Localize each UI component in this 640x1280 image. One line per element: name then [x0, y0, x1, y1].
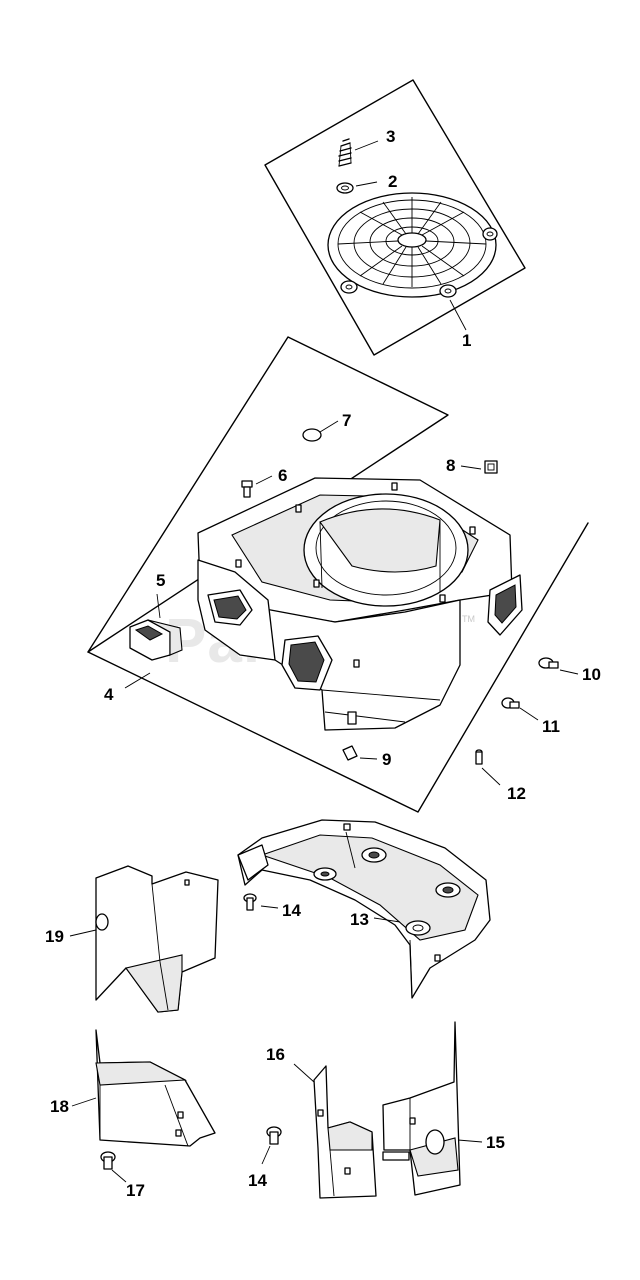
- callout-2: 2: [388, 172, 397, 191]
- bolt-14-lower: [266, 1126, 282, 1145]
- blower-housing-group: [87, 336, 589, 813]
- callout-10: 10: [582, 665, 601, 684]
- callout-7: 7: [342, 411, 351, 430]
- callout-16: 16: [266, 1045, 285, 1064]
- shroud-16: [313, 1065, 377, 1199]
- callout-5: 5: [156, 571, 165, 590]
- callout-11: 11: [542, 717, 560, 736]
- blower-housing: [197, 477, 523, 731]
- callout-9: 9: [382, 750, 391, 769]
- callout-13: 13: [350, 910, 369, 929]
- callout-labels: 3 2 1 7 8 6 5 4 10 11 9 12 14 13 19 16 1…: [45, 127, 601, 1200]
- shroud-15: [382, 1021, 461, 1196]
- baffle: [129, 619, 183, 661]
- callout-19: 19: [45, 927, 64, 946]
- callout-14-lower: 14: [248, 1171, 267, 1190]
- washer: [336, 182, 354, 194]
- bolt-17: [100, 1151, 116, 1170]
- bolt-6: [241, 480, 253, 498]
- grass-screen-group: [264, 79, 526, 356]
- callout-6: 6: [278, 466, 287, 485]
- vent-left: [207, 589, 253, 626]
- callout-4: 4: [104, 685, 114, 704]
- plug: [302, 428, 322, 442]
- screw-10: [538, 657, 559, 669]
- shroud-13: [237, 819, 491, 999]
- nut-9: [342, 745, 358, 761]
- callout-3: 3: [386, 127, 395, 146]
- shroud-19: [95, 865, 219, 1013]
- callout-15: 15: [486, 1133, 505, 1152]
- callout-18: 18: [50, 1097, 69, 1116]
- shroud-18: [95, 1029, 216, 1147]
- stud-12: [475, 749, 483, 765]
- vent-right: [487, 574, 523, 636]
- bolt-14-upper: [243, 893, 257, 911]
- group-outline-top: [264, 79, 526, 356]
- vent-center: [281, 635, 333, 691]
- callout-12: 12: [507, 784, 526, 803]
- spring: [338, 138, 352, 167]
- callout-14-upper: 14: [282, 901, 301, 920]
- callout-1: 1: [462, 331, 471, 350]
- clip-8: [484, 460, 498, 474]
- callout-17: 17: [126, 1181, 145, 1200]
- grass-screen: [327, 192, 498, 298]
- group-outline-bottom: [87, 522, 589, 813]
- screw-11: [501, 697, 520, 709]
- svg-text:TM: TM: [462, 614, 475, 624]
- callout-8: 8: [446, 456, 455, 475]
